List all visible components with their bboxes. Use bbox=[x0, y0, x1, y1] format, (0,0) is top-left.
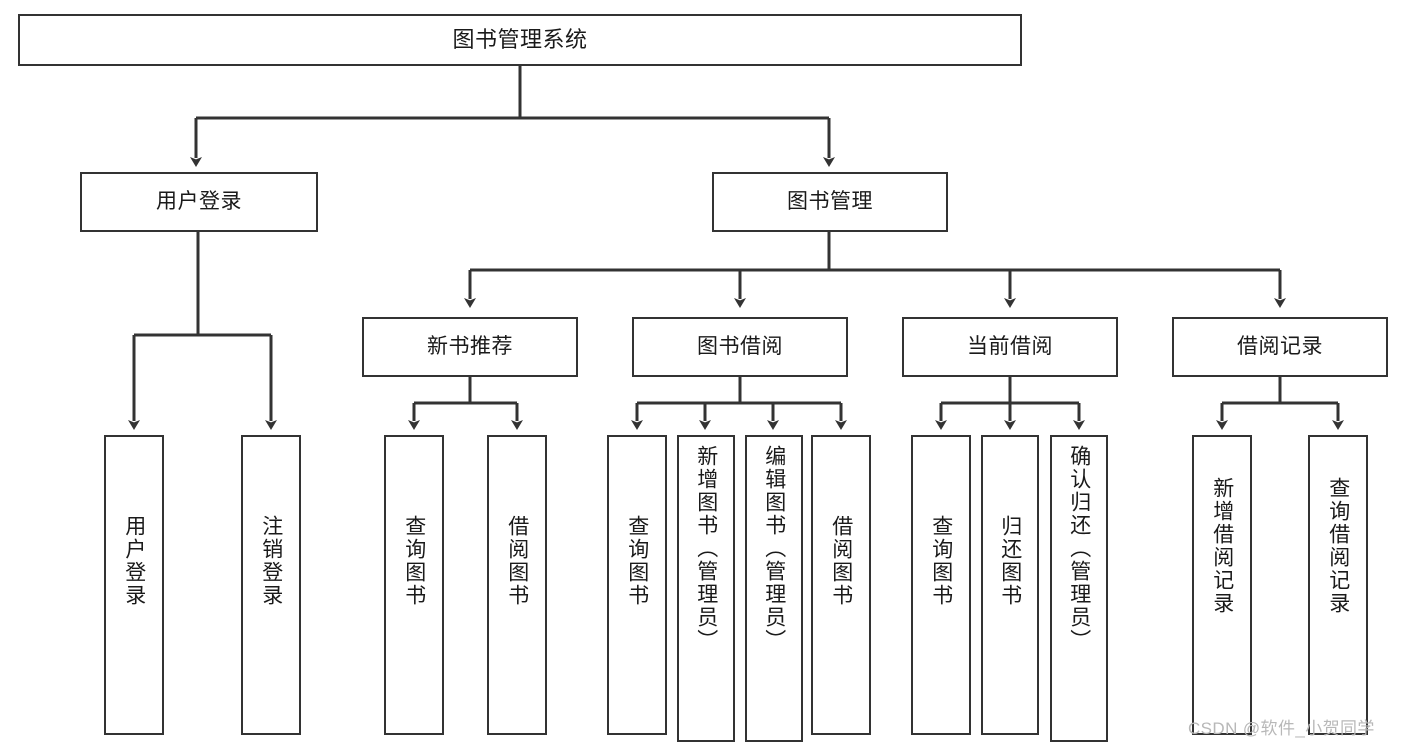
node-label: 新增图书（管理员） bbox=[694, 445, 718, 652]
node-label: 借阅记录 bbox=[1237, 335, 1323, 359]
node-label: 查询图书 bbox=[929, 515, 953, 607]
node-label: 用户登录 bbox=[156, 190, 242, 214]
node-book-management[interactable]: 图书管理 bbox=[712, 172, 948, 232]
leaf-query-book-current[interactable]: 查询图书 bbox=[911, 435, 971, 735]
node-current-borrow[interactable]: 当前借阅 bbox=[902, 317, 1118, 377]
node-label: 归还图书 bbox=[998, 515, 1022, 607]
leaf-query-book-borrow[interactable]: 查询图书 bbox=[607, 435, 667, 735]
node-label: 查询图书 bbox=[402, 515, 426, 607]
node-new-book-recommend[interactable]: 新书推荐 bbox=[362, 317, 578, 377]
leaf-confirm-return-admin[interactable]: 确认归还（管理员） bbox=[1050, 435, 1108, 742]
node-label: 注销登录 bbox=[259, 515, 283, 607]
leaf-add-book-admin[interactable]: 新增图书（管理员） bbox=[677, 435, 735, 742]
node-borrow-record[interactable]: 借阅记录 bbox=[1172, 317, 1388, 377]
leaf-add-borrow-record[interactable]: 新增借阅记录 bbox=[1192, 435, 1252, 735]
node-user-login[interactable]: 用户登录 bbox=[80, 172, 318, 232]
leaf-edit-book-admin[interactable]: 编辑图书（管理员） bbox=[745, 435, 803, 742]
node-label: 图书管理 bbox=[787, 190, 873, 214]
node-label: 借阅图书 bbox=[829, 515, 853, 607]
node-label: 查询图书 bbox=[625, 515, 649, 607]
node-label: 图书借阅 bbox=[697, 335, 783, 359]
node-label: 编辑图书（管理员） bbox=[762, 445, 786, 652]
leaf-logout-login[interactable]: 注销登录 bbox=[241, 435, 301, 735]
node-label: 查询借阅记录 bbox=[1326, 477, 1350, 615]
leaf-query-borrow-record[interactable]: 查询借阅记录 bbox=[1308, 435, 1368, 735]
node-label: 图书管理系统 bbox=[452, 26, 588, 52]
node-label: 当前借阅 bbox=[967, 335, 1053, 359]
node-label: 用户登录 bbox=[122, 515, 146, 607]
node-label: 确认归还（管理员） bbox=[1067, 445, 1091, 652]
node-root-book-management-system[interactable]: 图书管理系统 bbox=[18, 14, 1022, 66]
csdn-watermark: CSDN @软件_小贺同学 bbox=[1188, 719, 1375, 738]
node-label: 借阅图书 bbox=[505, 515, 529, 607]
node-label: 新增借阅记录 bbox=[1210, 477, 1234, 615]
node-label: 新书推荐 bbox=[427, 335, 513, 359]
leaf-return-book[interactable]: 归还图书 bbox=[981, 435, 1039, 735]
leaf-borrow-book-new-recommend[interactable]: 借阅图书 bbox=[487, 435, 547, 735]
node-book-borrow[interactable]: 图书借阅 bbox=[632, 317, 848, 377]
leaf-query-book-new-recommend[interactable]: 查询图书 bbox=[384, 435, 444, 735]
leaf-user-login[interactable]: 用户登录 bbox=[104, 435, 164, 735]
leaf-borrow-book-borrow[interactable]: 借阅图书 bbox=[811, 435, 871, 735]
